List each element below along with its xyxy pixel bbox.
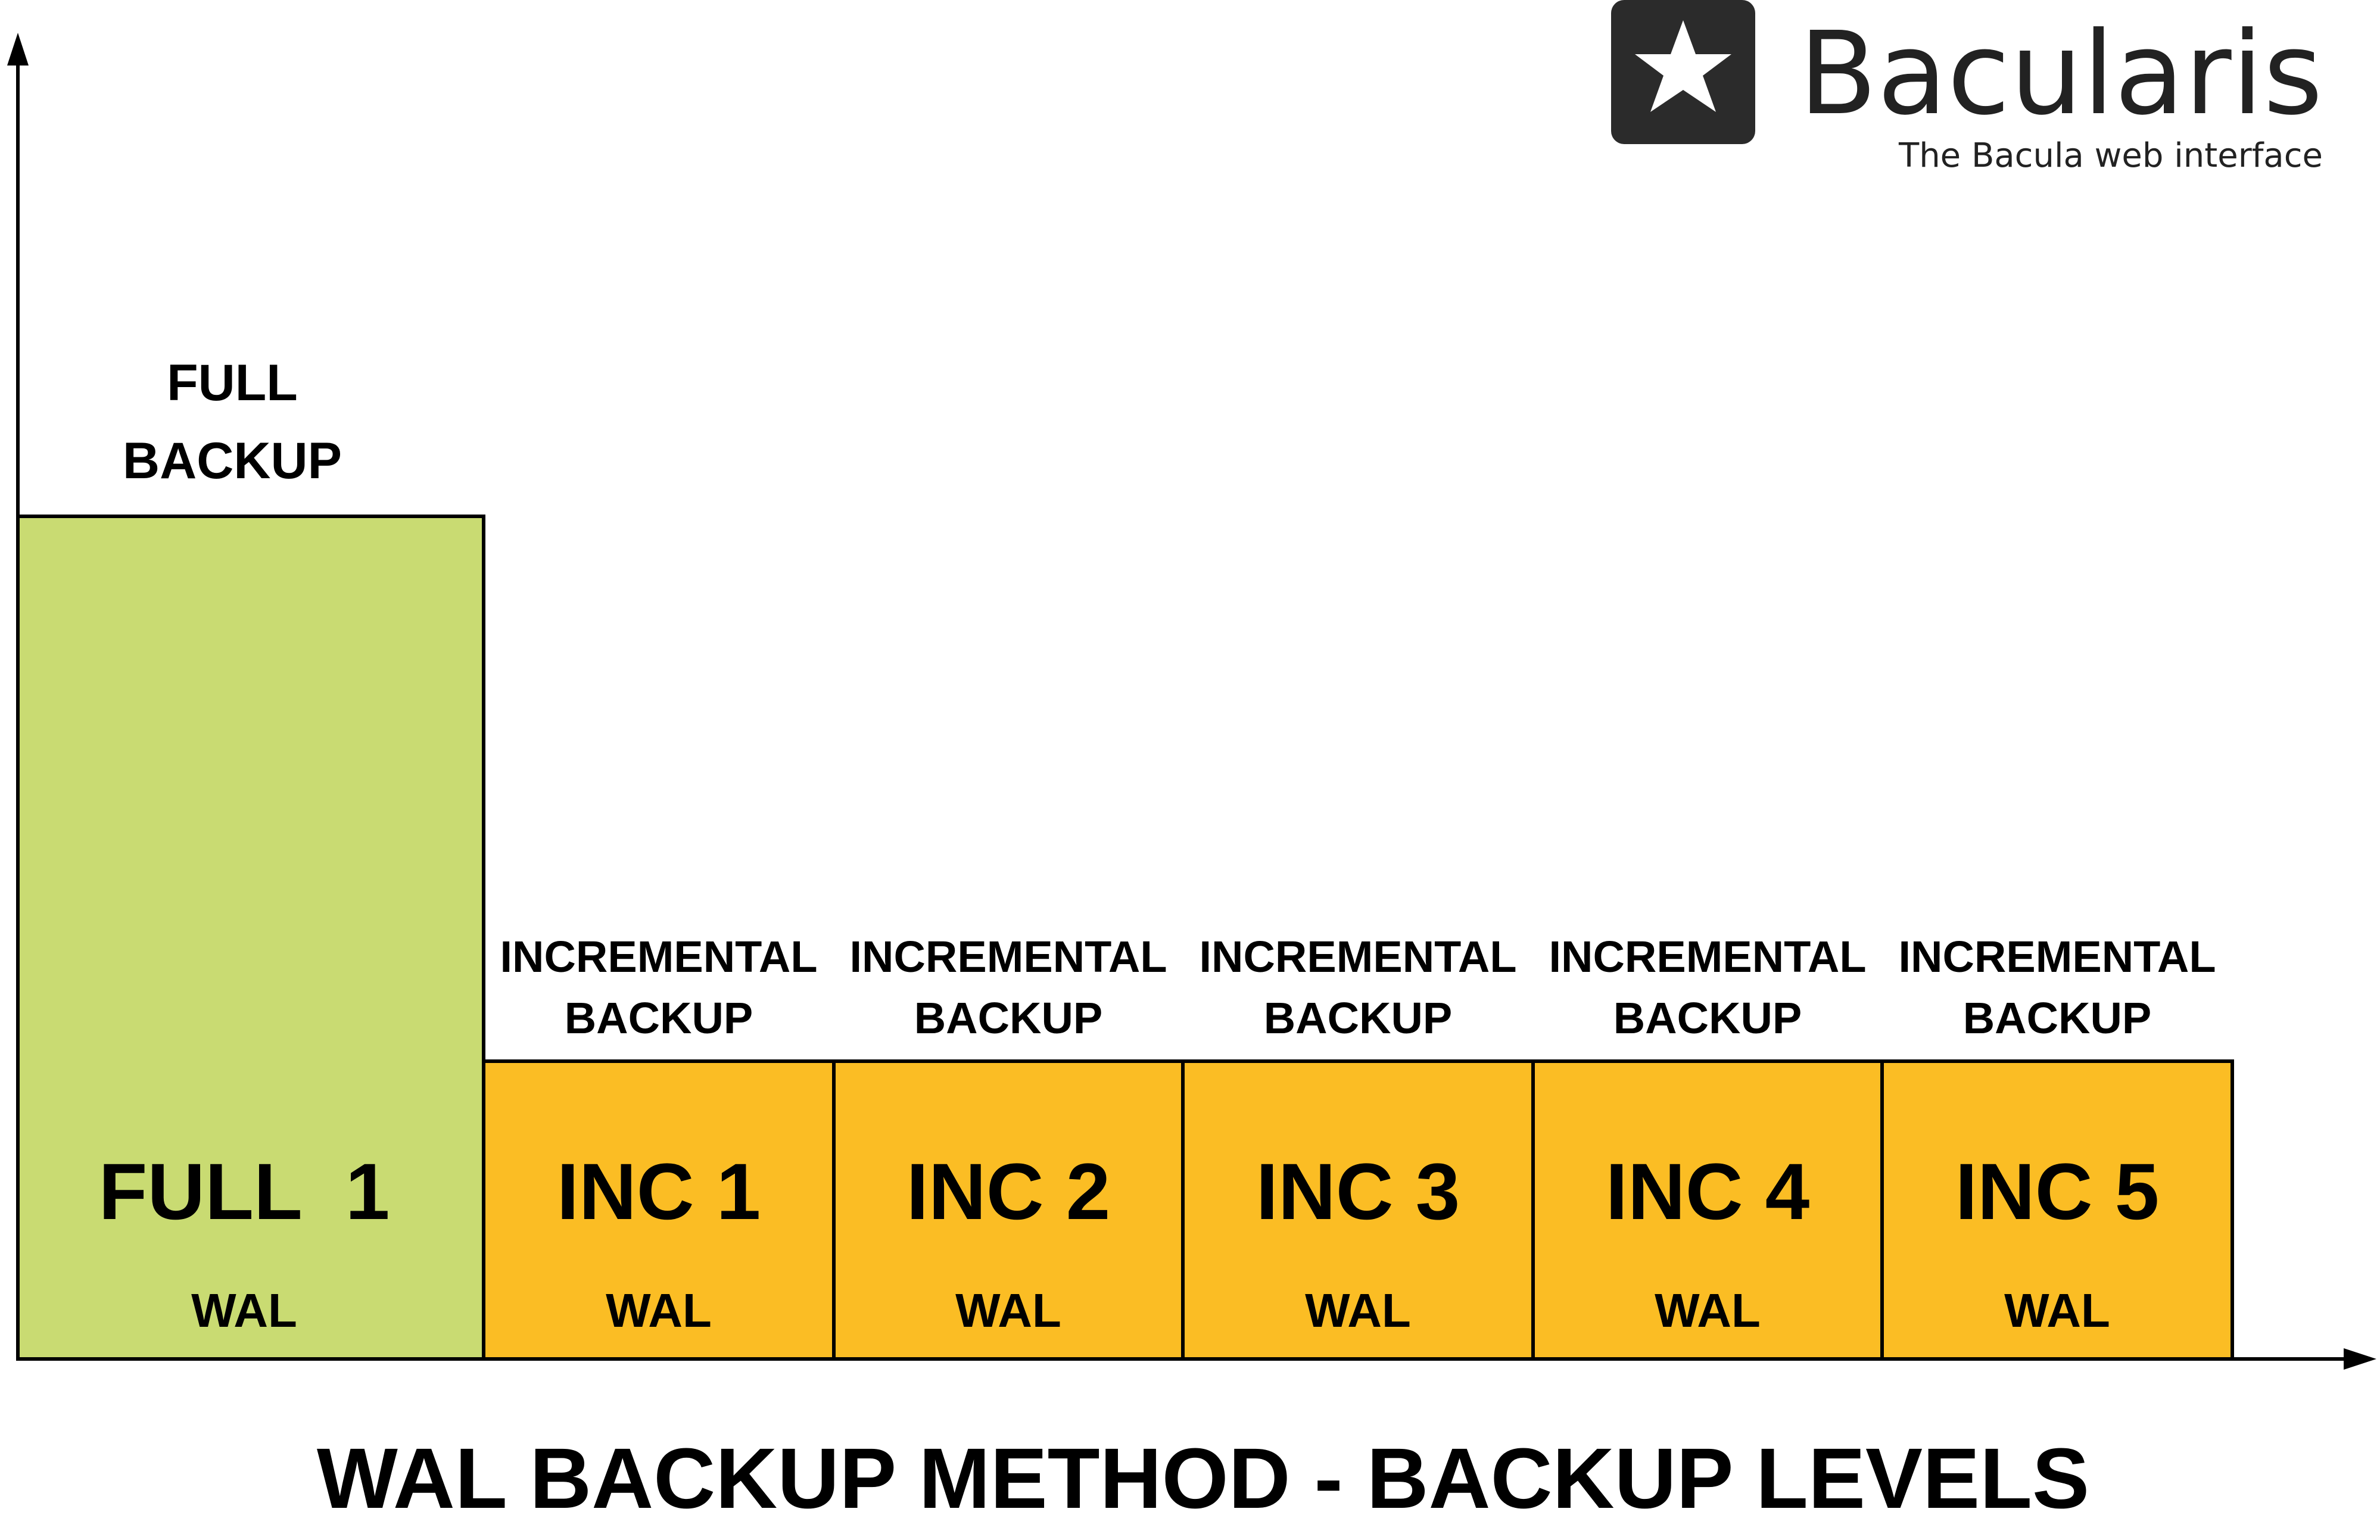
inc-top-label-line-2: BACKUP bbox=[1613, 993, 1802, 1043]
diagram-caption: WAL BACKUP METHOD - BACKUP LEVELS bbox=[317, 1430, 2089, 1526]
brand-tagline: The Bacula web interface bbox=[1898, 136, 2323, 175]
inc-block: INCREMENTAL BACKUP INC 4 WAL bbox=[1531, 932, 1884, 1361]
inc-top-label-line-1: INCREMENTAL bbox=[849, 932, 1167, 981]
full-top-label-line-2: BACKUP bbox=[123, 432, 342, 490]
full-block-sub: WAL bbox=[191, 1284, 297, 1337]
inc-block: INCREMENTAL BACKUP INC 3 WAL bbox=[1181, 932, 1535, 1361]
inc-block-sub: WAL bbox=[2004, 1284, 2110, 1337]
brand-logo: Bacularis The Bacula web interface bbox=[1611, 0, 2323, 175]
inc-top-label-line-1: INCREMENTAL bbox=[1199, 932, 1516, 981]
inc-top-label-line-1: INCREMENTAL bbox=[500, 932, 817, 981]
inc-block-sub: WAL bbox=[1655, 1284, 1761, 1337]
full-block-name: FULL 1 bbox=[99, 1148, 390, 1236]
inc-backup-bar bbox=[1880, 1059, 2234, 1361]
inc-block-name: INC 3 bbox=[1256, 1148, 1460, 1236]
inc-top-label-line-2: BACKUP bbox=[565, 993, 753, 1043]
inc-top-label-line-1: INCREMENTAL bbox=[1898, 932, 2216, 981]
x-axis-arrow-icon bbox=[2344, 1348, 2376, 1370]
inc-block-sub: WAL bbox=[1305, 1284, 1411, 1337]
inc-block: INCREMENTAL BACKUP INC 5 WAL bbox=[1880, 932, 2234, 1361]
inc-block: INCREMENTAL BACKUP INC 1 WAL bbox=[482, 932, 836, 1361]
inc-block-name: INC 5 bbox=[1955, 1148, 2160, 1236]
inc-top-label-line-2: BACKUP bbox=[1264, 993, 1453, 1043]
inc-top-label-line-1: INCREMENTAL bbox=[1549, 932, 1866, 981]
inc-top-label-line-2: BACKUP bbox=[914, 993, 1103, 1043]
inc-block-name: INC 1 bbox=[557, 1148, 761, 1236]
inc-block-sub: WAL bbox=[955, 1284, 1061, 1337]
inc-backup-bar bbox=[482, 1059, 836, 1361]
inc-top-label-line-2: BACKUP bbox=[1963, 993, 2152, 1043]
star-burst-logo-shape bbox=[1635, 20, 1731, 112]
inc-backup-bar bbox=[1531, 1059, 1884, 1361]
inc-backup-bar bbox=[832, 1059, 1185, 1361]
incremental-backup-blocks: INCREMENTAL BACKUP INC 1 WAL INCREMENTAL… bbox=[482, 932, 2234, 1361]
y-axis-arrow-icon bbox=[7, 33, 29, 66]
inc-block-name: INC 4 bbox=[1606, 1148, 1810, 1236]
inc-backup-bar bbox=[1181, 1059, 1535, 1361]
brand-name: Bacularis bbox=[1799, 8, 2323, 141]
inc-block: INCREMENTAL BACKUP INC 2 WAL bbox=[832, 932, 1185, 1361]
full-backup-bar bbox=[16, 515, 485, 1361]
inc-block-sub: WAL bbox=[606, 1284, 712, 1337]
inc-block-name: INC 2 bbox=[906, 1148, 1111, 1236]
full-top-label-line-1: FULL bbox=[167, 354, 298, 412]
full-backup-block: FULL BACKUP FULL 1 WAL bbox=[16, 354, 485, 1361]
